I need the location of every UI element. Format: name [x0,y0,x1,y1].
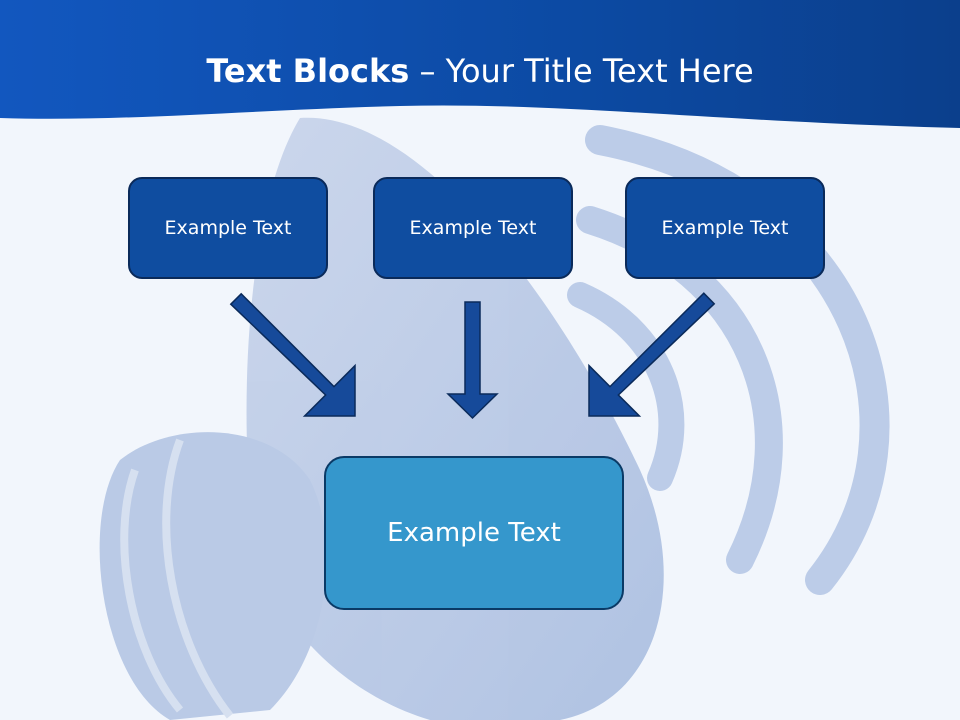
title-bold: Text Blocks [206,52,410,90]
target-block[interactable]: Example Text [324,456,624,610]
title-rest: Your Title Text Here [445,52,754,90]
arrow-center [446,301,499,420]
text-block-1[interactable]: Example Text [128,177,328,279]
text-block-2[interactable]: Example Text [373,177,573,279]
arrow-left [229,292,356,417]
title-dash: – [419,52,436,90]
arrow-right [588,292,716,417]
slide-title: Text Blocks – Your Title Text Here [0,52,960,90]
text-block-3[interactable]: Example Text [625,177,825,279]
title-banner [0,0,960,128]
